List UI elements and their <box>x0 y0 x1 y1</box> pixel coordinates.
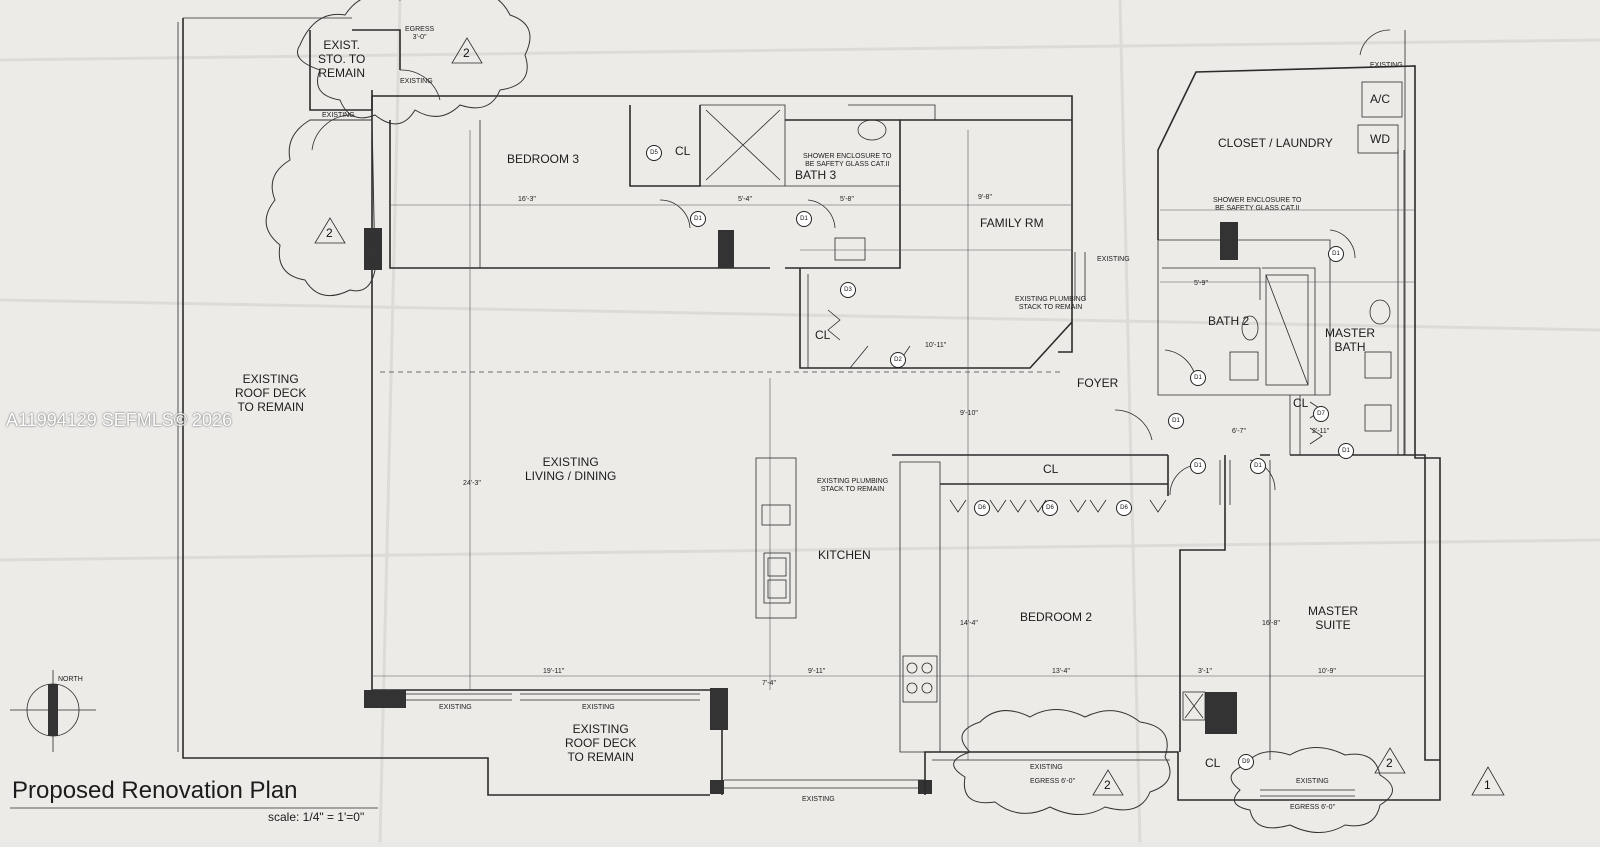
bath3-label: BATH 3 <box>795 168 837 182</box>
existing-note: EXISTING <box>1296 778 1329 785</box>
door-tag: D1 <box>796 211 812 227</box>
door-tag: D6 <box>974 500 990 516</box>
dimension: 5'-9" <box>1194 280 1208 287</box>
egress-note-bottom: EGRESS 6'-0" <box>1290 804 1336 811</box>
mls-watermark: A11994129 SEFMLS© 2026 <box>6 410 233 430</box>
master-bath-closet-label: CL <box>1293 396 1309 410</box>
roof-deck-outline <box>182 18 710 796</box>
ac-label: A/C <box>1370 92 1391 106</box>
existing-note: EXISTING <box>400 78 433 85</box>
family-closet-label: CL <box>815 328 831 342</box>
door-tag: D6 <box>1116 500 1132 516</box>
revision-tag: 2 <box>326 226 333 240</box>
family-room-label: FAMILY RM <box>980 216 1044 230</box>
dimension: 9'-8" <box>978 194 992 201</box>
bedroom3-label: BEDROOM 3 <box>507 152 580 166</box>
bedroom2-label: BEDROOM 2 <box>1020 610 1093 624</box>
revision-tag: 2 <box>463 46 470 60</box>
dimension: 13'-4" <box>1052 668 1070 675</box>
closet-laundry-label: CLOSET / LAUNDRY <box>1218 136 1333 150</box>
dimension: 10'-9" <box>1318 668 1336 675</box>
foyer-label: FOYER <box>1077 376 1119 390</box>
dimension: 9'-10" <box>960 410 978 417</box>
door-tag: D9 <box>1238 754 1254 770</box>
revision-tag: 2 <box>1386 756 1393 770</box>
existing-note: EXISTING <box>322 112 355 119</box>
dimension: 24'-3" <box>463 480 481 487</box>
dimension: 19'-11" <box>543 668 565 675</box>
dimension: 16'-8" <box>1262 620 1280 627</box>
north-label: NORTH <box>58 676 83 683</box>
kitchen-label: KITCHEN <box>818 548 871 562</box>
egress-note-bottom: EGRESS 6'-0" <box>1030 778 1076 785</box>
door-tag: D1 <box>1338 443 1354 459</box>
dimension: 14'-4" <box>960 620 978 627</box>
dimension: 16'-3" <box>518 196 536 203</box>
dimension: 3'-1" <box>1198 668 1212 675</box>
dimension: 10'-11" <box>925 342 947 349</box>
door-tag: D1 <box>1190 370 1206 386</box>
revision-tag: 2 <box>1104 778 1111 792</box>
door-tag: D1 <box>690 211 706 227</box>
dimension: 9'-11" <box>808 668 826 675</box>
sheet-number: 1 <box>1484 778 1491 792</box>
door-tag: D6 <box>1042 500 1058 516</box>
dimension: 5'-4" <box>738 196 752 203</box>
dimension: 2'-11" <box>1312 428 1330 435</box>
dimension: 6'-7" <box>1232 428 1246 435</box>
existing-note: EXISTING <box>802 796 835 803</box>
door-tag: D1 <box>1168 413 1184 429</box>
kitchen-island <box>755 457 797 619</box>
existing-note: EXISTING <box>1030 764 1063 771</box>
door-tag: D1 <box>1190 458 1206 474</box>
west-wall <box>371 96 723 795</box>
north-wall <box>372 95 1073 353</box>
existing-note: EXISTING <box>439 704 472 711</box>
hall-closet-label: CL <box>1043 462 1059 476</box>
door-tag: D1 <box>1250 458 1266 474</box>
existing-note: EXISTING <box>582 704 615 711</box>
plan-title: Proposed Renovation Plan <box>12 777 298 804</box>
existing-note: EXISTING <box>1097 256 1130 263</box>
door-tag: D3 <box>840 282 856 298</box>
bedroom3-closet-label: CL <box>675 144 691 158</box>
revision-cloud <box>297 0 531 125</box>
dimension: 7'-4" <box>762 680 776 687</box>
master-closet-label: CL <box>1205 756 1221 770</box>
bath2-label: BATH 2 <box>1208 314 1250 328</box>
dimension: 5'-8" <box>840 196 854 203</box>
existing-note: EXISTING <box>1370 62 1403 69</box>
door-tag: D7 <box>1313 406 1329 422</box>
door-tag: D2 <box>890 352 906 368</box>
north-arrow-icon <box>10 670 96 752</box>
washer-dryer-label: WD <box>1370 132 1390 146</box>
door-tag: D5 <box>646 145 662 161</box>
plan-scale: scale: 1/4" = 1'=0" <box>268 810 365 824</box>
door-tag: D1 <box>1328 246 1344 262</box>
